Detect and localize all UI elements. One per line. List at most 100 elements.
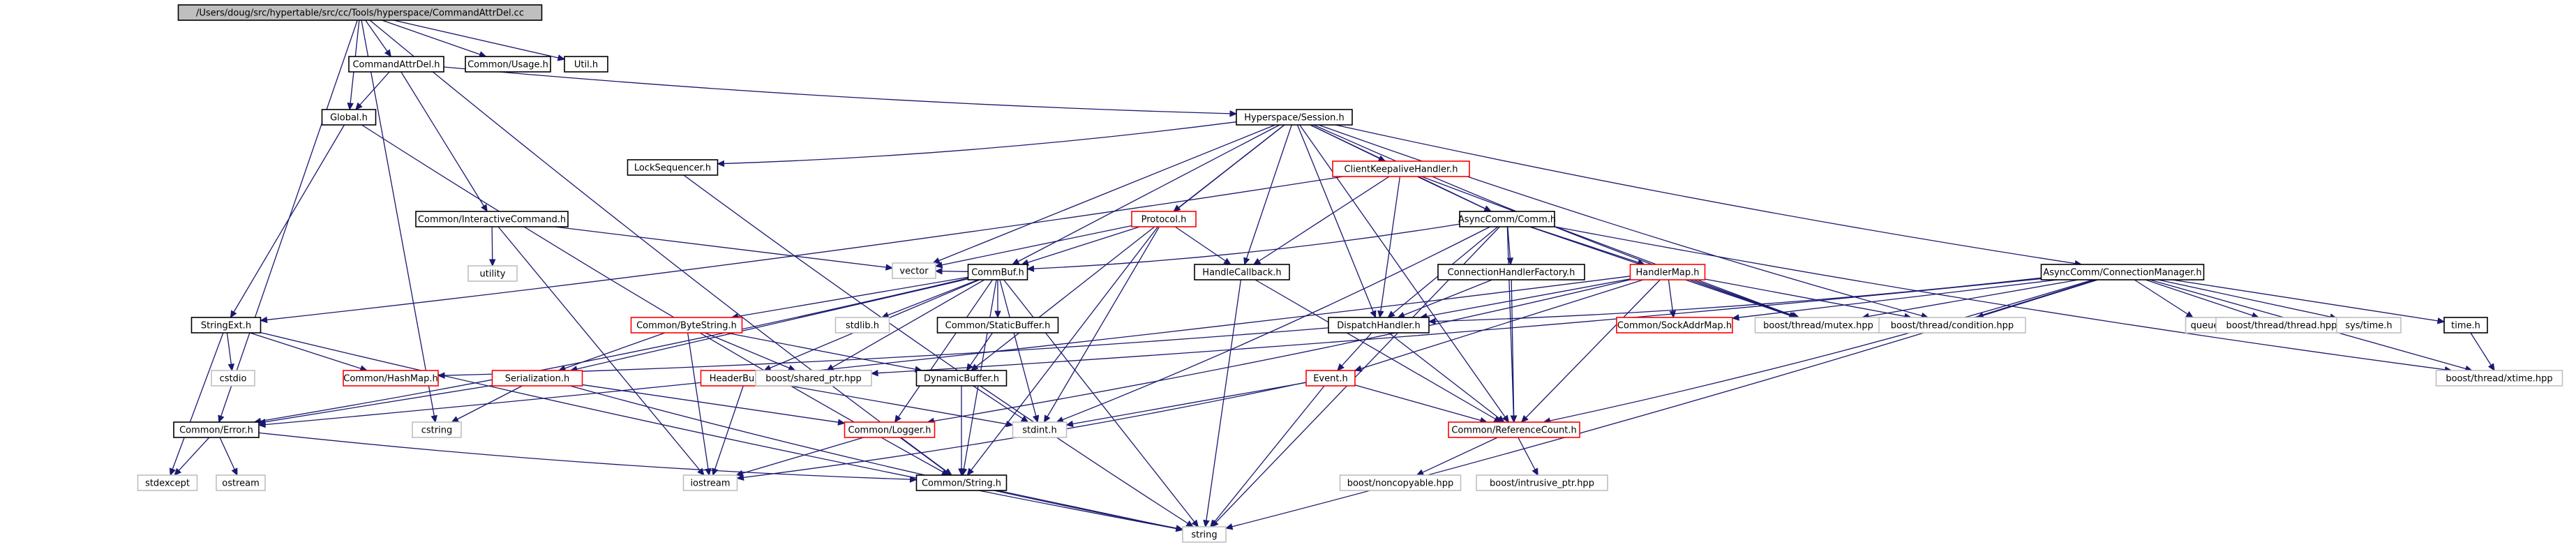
node-utility: utility xyxy=(467,265,518,282)
node-box xyxy=(177,4,543,21)
node-label: boost/intrusive_ptr.hpp xyxy=(1490,479,1594,489)
arrowhead xyxy=(1043,414,1051,424)
node-label: AsyncComm/ConnectionManager.h xyxy=(2043,268,2201,278)
edge-commbuf-to-sharedptr xyxy=(826,279,985,371)
node-dynbuf[interactable]: DynamicBuffer.h xyxy=(915,370,1008,387)
node-box xyxy=(564,56,608,73)
node-commonstring[interactable]: Common/String.h xyxy=(915,474,1008,491)
node-stdint: stdint.h xyxy=(1012,421,1068,438)
node-label: HandleCallback.h xyxy=(1202,268,1281,278)
node-label: DispatchHandler.h xyxy=(1337,321,1420,331)
node-interactive[interactable]: Common/InteractiveCommand.h xyxy=(415,211,569,227)
node-label: time.h xyxy=(2451,321,2480,331)
node-root[interactable]: /Users/doug/src/hypertable/src/cc/Tools/… xyxy=(177,4,543,21)
node-label: LockSequencer.h xyxy=(634,163,711,174)
arrowhead xyxy=(1337,363,1345,371)
edge-error-to-commonstring xyxy=(258,432,917,481)
edge-comm-to-commbuf xyxy=(1027,223,1460,270)
node-label: boost/thread/condition.hpp xyxy=(1891,321,2014,331)
node-label: vector xyxy=(899,267,929,277)
arrowhead xyxy=(347,103,354,111)
edge-cmdattr-to-interactive xyxy=(400,71,488,212)
edge-session-to-commbuf xyxy=(1012,124,1280,265)
node-label: Common/ReferenceCount.h xyxy=(1451,426,1576,436)
node-serialization[interactable]: Serialization.h xyxy=(491,370,583,387)
node-connmgr[interactable]: AsyncComm/ConnectionManager.h xyxy=(2040,264,2205,280)
node-box xyxy=(1305,370,1356,387)
edge-session-to-handlecb xyxy=(1244,124,1292,265)
node-box xyxy=(755,370,872,387)
arrowhead xyxy=(169,467,176,477)
node-label: queue xyxy=(2191,321,2219,331)
edge-serialization-to-cstring xyxy=(451,385,523,423)
node-refcount[interactable]: Common/ReferenceCount.h xyxy=(1448,421,1580,438)
node-timeh[interactable]: time.h xyxy=(2443,317,2488,334)
node-bytestring[interactable]: Common/ByteString.h xyxy=(630,317,743,334)
node-error[interactable]: Common/Error.h xyxy=(173,421,260,438)
arrowhead xyxy=(966,363,973,372)
node-stringext[interactable]: StringExt.h xyxy=(190,317,262,334)
arrowhead xyxy=(966,467,975,476)
arrowhead xyxy=(994,310,1001,319)
node-clientka[interactable]: ClientKeepaliveHandler.h xyxy=(1332,160,1470,177)
node-staticbuf[interactable]: Common/StaticBuffer.h xyxy=(936,317,1059,334)
edge-handlermap-to-error xyxy=(258,276,1631,426)
node-box xyxy=(1616,317,1733,334)
node-label: Common/Logger.h xyxy=(848,426,931,436)
node-cmdattr[interactable]: CommandAttrDel.h xyxy=(348,56,444,73)
edge-session-to-connmgr xyxy=(1335,124,2082,265)
arrowhead xyxy=(788,364,796,371)
arrowhead xyxy=(355,102,363,110)
node-usage[interactable]: Common/Usage.h xyxy=(465,56,551,73)
node-connhf[interactable]: ConnectionHandlerFactory.h xyxy=(1437,264,1585,280)
arrowhead xyxy=(1229,110,1238,117)
node-box xyxy=(1476,474,1608,491)
node-logger[interactable]: Common/Logger.h xyxy=(844,421,936,438)
node-comm[interactable]: AsyncComm/Comm.h xyxy=(1458,211,1556,227)
node-protocol[interactable]: Protocol.h xyxy=(1131,211,1197,227)
edge-commbuf-to-serialization xyxy=(570,278,968,371)
arrowhead xyxy=(174,467,182,476)
arrowhead xyxy=(1354,365,1363,372)
node-lockseq[interactable]: LockSequencer.h xyxy=(627,159,719,176)
arrowhead xyxy=(1497,415,1505,423)
node-session[interactable]: Hyperspace/Session.h xyxy=(1236,109,1353,126)
node-box xyxy=(1448,421,1580,438)
arrowhead xyxy=(894,414,901,424)
node-dispatch[interactable]: DispatchHandler.h xyxy=(1328,317,1430,334)
node-box xyxy=(844,421,936,438)
node-box xyxy=(491,370,583,387)
edge-serialization-to-logger xyxy=(582,384,845,424)
node-handlecb[interactable]: HandleCallback.h xyxy=(1194,264,1290,280)
edge-clientka-to-mutex xyxy=(1421,176,1798,318)
node-sharedptr: boost/shared_ptr.hpp xyxy=(755,370,872,387)
node-intrusive: boost/intrusive_ptr.hpp xyxy=(1476,474,1608,491)
node-util[interactable]: Util.h xyxy=(564,56,608,73)
edge-event-to-string xyxy=(1210,385,1325,527)
arrowhead xyxy=(557,54,566,61)
edge-session-to-condition xyxy=(1318,124,1929,318)
node-global[interactable]: Global.h xyxy=(321,109,377,126)
node-label: stdlib.h xyxy=(846,321,879,331)
node-box xyxy=(967,264,1028,280)
node-label: AsyncComm/Comm.h xyxy=(1458,215,1556,225)
edge-protocol-to-handlecb xyxy=(1174,226,1231,265)
arrowhead xyxy=(2436,317,2446,324)
node-event[interactable]: Event.h xyxy=(1305,370,1356,387)
node-sockaddr[interactable]: Common/SockAddrMap.h xyxy=(1616,317,1733,334)
node-label: stdint.h xyxy=(1022,426,1056,436)
arrowhead xyxy=(1370,310,1377,319)
node-handlermap[interactable]: HandlerMap.h xyxy=(1629,264,1706,280)
arrowhead xyxy=(1033,414,1040,424)
arrowhead xyxy=(712,467,719,477)
arrowhead xyxy=(1191,519,1199,527)
arrowhead xyxy=(1005,420,1014,428)
node-hashmap[interactable]: Common/HashMap.h xyxy=(343,370,439,387)
node-box xyxy=(1459,211,1555,227)
node-label: Common/String.h xyxy=(922,479,1001,489)
node-commbuf[interactable]: CommBuf.h xyxy=(967,264,1028,280)
edge-cmdattr-to-global xyxy=(355,71,390,110)
edge-connmgr-to-mutex xyxy=(1862,279,2079,318)
node-label: utility xyxy=(480,269,506,280)
edge-serialization-to-string xyxy=(569,385,1183,530)
